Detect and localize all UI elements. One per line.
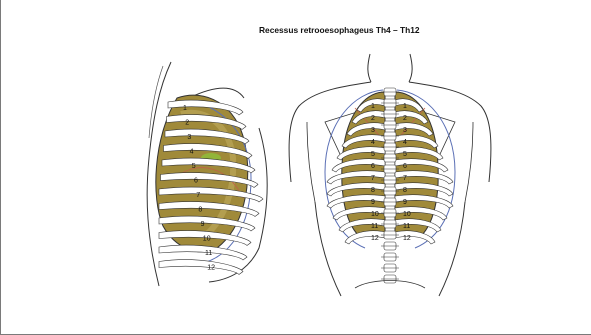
rib-number-label: 6	[194, 178, 198, 185]
left-rib	[345, 231, 385, 244]
left-rib-number-label: 4	[371, 139, 375, 146]
left-rib-number-label: 9	[371, 199, 375, 206]
left-rib-number-label: 6	[371, 163, 375, 170]
right-rib-number-label: 2	[403, 115, 407, 122]
right-rib-number-label: 12	[403, 235, 411, 242]
rib-number-label: 2	[185, 120, 189, 127]
right-rib-number-label: 8	[403, 187, 407, 194]
rib-number-label: 1	[183, 105, 187, 112]
rib-number-label: 8	[198, 207, 202, 214]
right-rib-number-label: 7	[403, 175, 407, 182]
left-rib-number-label: 12	[371, 235, 379, 242]
right-rib-number-label: 6	[403, 163, 407, 170]
left-rib-number-label: 11	[371, 223, 378, 230]
left-rib-number-label: 2	[371, 115, 375, 122]
rib-number-label: 7	[196, 192, 200, 199]
rib-number-label: 5	[192, 163, 196, 170]
rib-number-label: 12	[207, 265, 215, 272]
right-rib-number-label: 10	[403, 211, 411, 218]
right-rib-number-label: 3	[403, 127, 407, 134]
rib-number-label: 10	[203, 236, 211, 243]
rib-number-label: 4	[190, 149, 194, 156]
right-rib	[395, 231, 435, 244]
right-rib-number-label: 4	[403, 139, 407, 146]
rib	[159, 260, 243, 275]
left-rib-number-label: 5	[371, 151, 375, 158]
right-rib-number-label: 9	[403, 199, 407, 206]
left-rib-number-label: 7	[371, 175, 375, 182]
left-rib-number-label: 10	[371, 211, 379, 218]
right-rib-number-label: 11	[403, 223, 410, 230]
rib-number-label: 11	[205, 250, 212, 257]
rib-number-label: 3	[187, 134, 191, 141]
left-rib-number-label: 8	[371, 187, 375, 194]
rib-number-label: 9	[201, 221, 205, 228]
left-rib-number-label: 3	[371, 127, 375, 134]
right-rib-number-label: 5	[403, 151, 407, 158]
right-rib-number-label: 1	[403, 103, 407, 110]
rib	[159, 245, 247, 260]
slide-title: Recessus retrooesophageus Th4 – Th12	[259, 25, 420, 35]
left-rib-number-label: 1	[371, 103, 375, 110]
